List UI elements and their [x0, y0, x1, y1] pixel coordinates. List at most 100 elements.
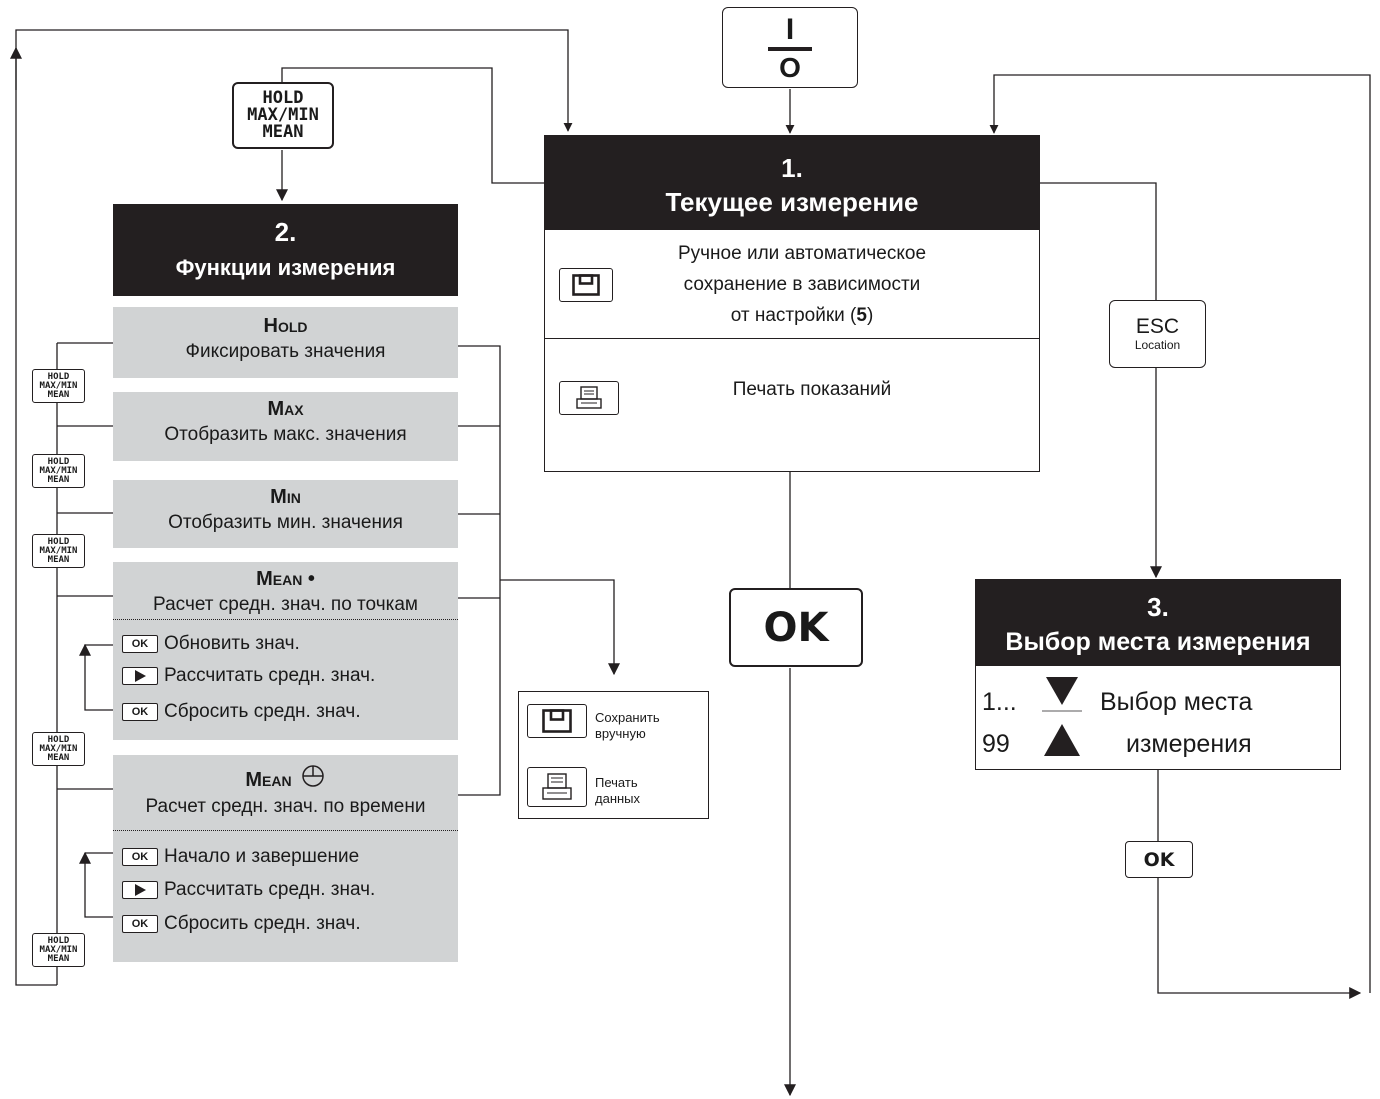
print-data-label: Печать данных — [595, 775, 640, 807]
max-desc: Отобразить макс. значения — [164, 424, 407, 445]
play-key-mini[interactable] — [122, 667, 158, 685]
key-label-hold: HOLD — [47, 371, 70, 382]
box1-save-row: Ручное или автоматическое сохранение в з… — [545, 230, 1039, 339]
mean-time-title: Mean — [245, 769, 292, 791]
floppy-save-key[interactable] — [527, 704, 587, 738]
clock-icon — [301, 764, 324, 787]
play-key-mini[interactable] — [122, 881, 158, 899]
save-label-line-1: Сохранить — [595, 710, 660, 725]
key-label-mean: MEAN — [47, 953, 70, 964]
save-text-line-3: от настройки (5) — [625, 300, 979, 331]
mean-time-desc: Расчет средн. знач. по времени — [145, 796, 426, 817]
print-label-line-2: данных — [595, 791, 641, 806]
mean-point-action-update[interactable]: OK Обновить знач. — [122, 633, 300, 655]
box3-text-line-2: измерения — [1126, 730, 1252, 758]
box2-title: Функции измерения — [175, 255, 396, 280]
mean-point-action-calculate[interactable]: Рассчитать средн. знач. — [122, 665, 375, 687]
save-text-line-2: сохранение в зависимости — [683, 274, 921, 295]
print-key[interactable] — [559, 381, 619, 415]
power-on-glyph: I — [785, 12, 795, 46]
save-text-setting-number: 5 — [856, 305, 867, 326]
hold-desc: Фиксировать значения — [185, 341, 386, 362]
print-key[interactable] — [527, 767, 587, 807]
printer-icon — [576, 386, 602, 409]
mean-point-heading: Mean • Расчет средн. знач. по точкам — [113, 562, 458, 620]
action-label: Рассчитать средн. знач. — [164, 665, 376, 686]
play-icon — [135, 670, 146, 682]
triangle-down-icon[interactable] — [1042, 675, 1082, 713]
ok-key-small-label: OK — [1143, 848, 1175, 871]
mean-time-action-start-stop[interactable]: OK Начало и завершение — [122, 846, 359, 868]
action-label: Сбросить средн. знач. — [164, 701, 361, 722]
key-label-mean: MEAN — [47, 752, 70, 763]
save-text-post: ) — [866, 305, 874, 326]
ok-key-large[interactable]: OK — [729, 588, 863, 667]
action-label: Обновить знач. — [164, 633, 300, 654]
floppy-disk-icon — [572, 274, 600, 296]
key-label-mean: MEAN — [47, 474, 70, 485]
hold-function-block: Hold Фиксировать значения — [113, 307, 458, 378]
save-label-line-2: вручную — [595, 726, 646, 741]
box2-number: 2. — [274, 217, 297, 247]
save-text-pre: от настройки ( — [730, 305, 857, 326]
mean-time-action-reset[interactable]: OK Сбросить средн. знач. — [122, 913, 361, 935]
power-off-glyph: O — [779, 51, 801, 83]
box3-number: 3. — [1147, 592, 1169, 622]
box1-title: Текущее измерение — [665, 187, 919, 217]
ok-key-mini[interactable]: OK — [122, 635, 158, 653]
key-label-hold: HOLD — [47, 536, 70, 547]
triangle-up-icon[interactable] — [1038, 720, 1086, 760]
ok-key-mini[interactable]: OK — [122, 848, 158, 866]
print-label-line-1: Печать — [595, 775, 638, 790]
key-label-maxmin: MAX/MIN — [39, 465, 78, 476]
action-label: Рассчитать средн. знач. — [164, 879, 376, 900]
box1-header: 1. Текущее измерение — [545, 136, 1039, 230]
max-title: Max — [267, 398, 304, 420]
ok-key-small[interactable]: OK — [1125, 841, 1193, 878]
box1-save-text: Ручное или автоматическое сохранение в з… — [625, 238, 979, 331]
key-label-hold: HOLD — [47, 734, 70, 745]
mean-time-action-calculate[interactable]: Рассчитать средн. знач. — [122, 879, 375, 901]
ok-key-mini[interactable]: OK — [122, 915, 158, 933]
floppy-save-key[interactable] — [559, 268, 613, 302]
key-label-maxmin: MAX/MIN — [247, 105, 319, 125]
mean-time-title-row: Mean — [113, 764, 458, 792]
box2-header: 2. Функции измерения — [113, 204, 458, 296]
power-key[interactable]: I O — [722, 7, 858, 88]
box1-current-measurement: 1. Текущее измерение Ручное или автомати… — [544, 135, 1040, 472]
key-label-maxmin: MAX/MIN — [39, 944, 78, 955]
key-label-hold: HOLD — [262, 88, 304, 108]
play-icon — [135, 884, 146, 896]
box3-header: 3. Выбор места измерения — [976, 580, 1340, 666]
min-desc: Отобразить мин. значения — [168, 512, 403, 533]
floppy-disk-icon — [542, 709, 572, 733]
box3-title: Выбор места измерения — [1005, 628, 1311, 656]
mean-point-action-reset[interactable]: OK Сбросить средн. знач. — [122, 701, 361, 723]
box3-text-line-1: Выбор места — [1100, 688, 1253, 716]
key-label-mean: MEAN — [47, 389, 70, 400]
max-function-block: Max Отобразить макс. значения — [113, 392, 458, 461]
box3-location-select: 3. Выбор места измерения 1... 99 Выбор м… — [975, 579, 1341, 770]
key-label-mean: MEAN — [262, 122, 304, 142]
min-title: Min — [270, 486, 301, 508]
min-function-block: Min Отобразить мин. значения — [113, 480, 458, 548]
key-label-maxmin: MAX/MIN — [39, 545, 78, 556]
power-divider — [768, 46, 812, 51]
box3-range-to: 99 — [982, 730, 1010, 758]
ok-key-label: OK — [763, 604, 829, 651]
key-label-mean: MEAN — [47, 554, 70, 565]
esc-sublabel: Location — [1134, 338, 1181, 352]
esc-location-key[interactable]: ESC Location — [1109, 300, 1206, 368]
mean-point-function-block: Mean • Расчет средн. знач. по точкам — [113, 562, 458, 740]
key-label-hold: HOLD — [47, 935, 70, 946]
ok-key-mini[interactable]: OK — [122, 703, 158, 721]
box1-print-text: Печать показаний — [732, 379, 892, 400]
hold-max-min-mean-key[interactable]: HOLD MAX/MIN MEAN — [232, 82, 334, 149]
key-label-maxmin: MAX/MIN — [39, 743, 78, 754]
